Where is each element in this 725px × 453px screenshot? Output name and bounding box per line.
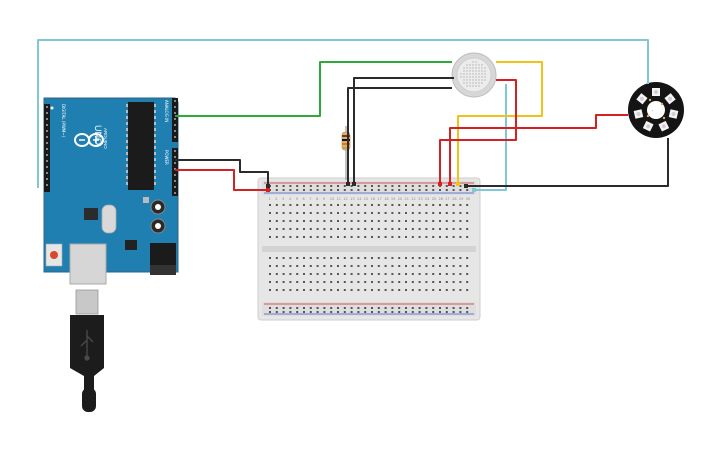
column-number: 18 (384, 197, 388, 201)
led-pixel (642, 120, 654, 132)
column-number: 8 (316, 197, 318, 201)
breadboard-holes (269, 185, 469, 313)
column-number: 29 (459, 197, 463, 201)
wire-end (448, 182, 452, 186)
usb-cable[interactable] (69, 243, 107, 412)
column-number: 23 (418, 197, 422, 201)
wire-end (464, 184, 468, 188)
column-number: 6 (303, 197, 305, 201)
board-model-label: UNO (93, 125, 103, 145)
red-wire-5v[interactable] (175, 169, 268, 191)
red-wire-ring[interactable] (449, 114, 628, 184)
column-number: 3 (282, 197, 284, 201)
column-number: 5 (296, 197, 298, 201)
wire-end (266, 188, 270, 192)
digital-header-label: DIGITAL (PWM~) (61, 104, 66, 138)
column-number: 9 (323, 197, 325, 201)
red-wire-mic[interactable] (439, 79, 517, 184)
column-number: 14 (357, 197, 362, 201)
column-number: 19 (391, 197, 395, 201)
power-header-label: POWER (164, 150, 169, 165)
led-pixel (658, 120, 670, 132)
column-number: 27 (445, 197, 449, 201)
neopixel-ring[interactable]: · (628, 82, 684, 138)
column-number: 28 (452, 197, 456, 201)
column-number: 15 (364, 197, 368, 201)
column-number: 26 (439, 197, 443, 201)
black-wire-mic[interactable] (347, 87, 452, 184)
board-brand-label: ARDUINO (103, 128, 108, 149)
column-number: 7 (309, 197, 311, 201)
analog-header-label: ANALOG IN (164, 100, 169, 122)
led-pixel (652, 88, 660, 96)
black-wire-gnd[interactable] (175, 159, 269, 186)
cyan-wire-mic[interactable] (474, 84, 507, 191)
small-ic (125, 240, 137, 250)
arduino-uno[interactable]: UNO ARDUINO DIGITAL (PWM~) POWER ANALOG … (43, 97, 179, 275)
column-number: 1 (269, 197, 271, 201)
svg-text:·: · (652, 108, 653, 113)
led-pixel (668, 109, 679, 119)
wire-end (352, 182, 356, 186)
wire-end (456, 182, 460, 186)
black-wire-ring[interactable] (466, 138, 669, 187)
wire-end (472, 188, 476, 192)
usb-icon (80, 330, 94, 361)
column-number: 30 (466, 197, 470, 201)
microphone-mesh (460, 61, 486, 87)
analog-header (172, 148, 178, 196)
column-number: 21 (405, 197, 409, 201)
yellow-wire-mic[interactable] (457, 61, 543, 184)
crystal-oscillator (101, 204, 117, 234)
column-number: 13 (350, 197, 354, 201)
led-pixel (633, 109, 644, 119)
column-number: 22 (411, 197, 415, 201)
column-number: 20 (398, 197, 402, 201)
column-number: 24 (425, 197, 430, 201)
wire-end (266, 184, 270, 188)
column-number: 16 (371, 197, 375, 201)
led-pixel (636, 93, 648, 105)
column-number: 4 (289, 197, 292, 201)
wire-end (346, 182, 350, 186)
voltage-regulator (84, 208, 98, 220)
atmega-chip (128, 102, 154, 190)
column-number: 25 (432, 197, 436, 201)
column-number: 10 (330, 197, 334, 201)
arduino-logo (74, 133, 104, 147)
green-wire[interactable] (175, 61, 452, 117)
usb-b-port (69, 243, 107, 285)
electret-microphone[interactable] (451, 52, 497, 98)
column-number: 17 (377, 197, 381, 201)
led-pixel (664, 93, 676, 105)
black-wire-mic-2[interactable] (353, 77, 454, 184)
cyan-wire-loop[interactable] (37, 39, 649, 188)
wires (37, 39, 669, 191)
column-number: 12 (343, 197, 347, 201)
wire-end (438, 182, 442, 186)
reset-button-cap[interactable] (50, 251, 58, 259)
column-number: 11 (337, 197, 341, 201)
column-number: 2 (275, 197, 277, 201)
